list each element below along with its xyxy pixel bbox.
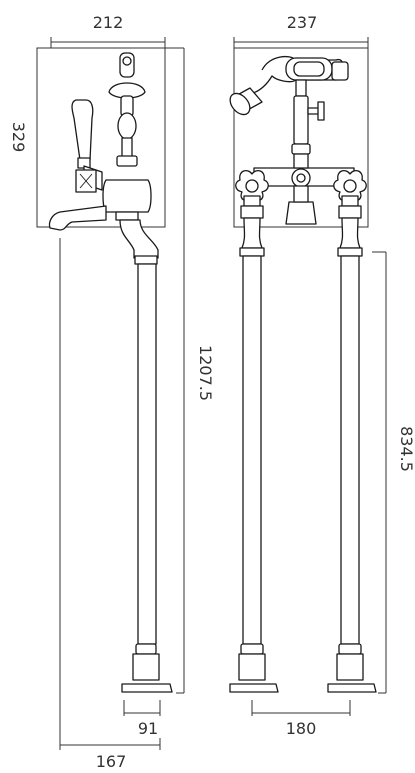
side-view: 212 329 1207.5 <box>9 13 215 771</box>
left-leg <box>229 169 279 693</box>
dim-label-91: 91 <box>138 719 158 738</box>
dim-label-1207-5: 1207.5 <box>196 345 215 401</box>
dim-label-167: 167 <box>96 752 127 771</box>
dim-label-212: 212 <box>93 13 124 32</box>
dim-label-180: 180 <box>286 719 317 738</box>
dim-box-front <box>233 37 369 228</box>
dim-line-180 <box>251 700 351 716</box>
front-view: 237 <box>229 13 415 738</box>
bath-mixer-side <box>48 52 173 693</box>
dim-label-237: 237 <box>287 13 318 32</box>
bath-mixer-front <box>229 55 377 693</box>
dim-label-834-5: 834.5 <box>397 426 415 472</box>
dim-line-167 <box>59 238 161 750</box>
dim-line-834-5 <box>372 251 387 694</box>
dim-box-side <box>36 37 166 228</box>
dim-label-329: 329 <box>9 122 28 153</box>
right-leg <box>327 169 377 693</box>
dim-line-total-height <box>165 47 185 694</box>
dim-line-91 <box>123 700 161 716</box>
